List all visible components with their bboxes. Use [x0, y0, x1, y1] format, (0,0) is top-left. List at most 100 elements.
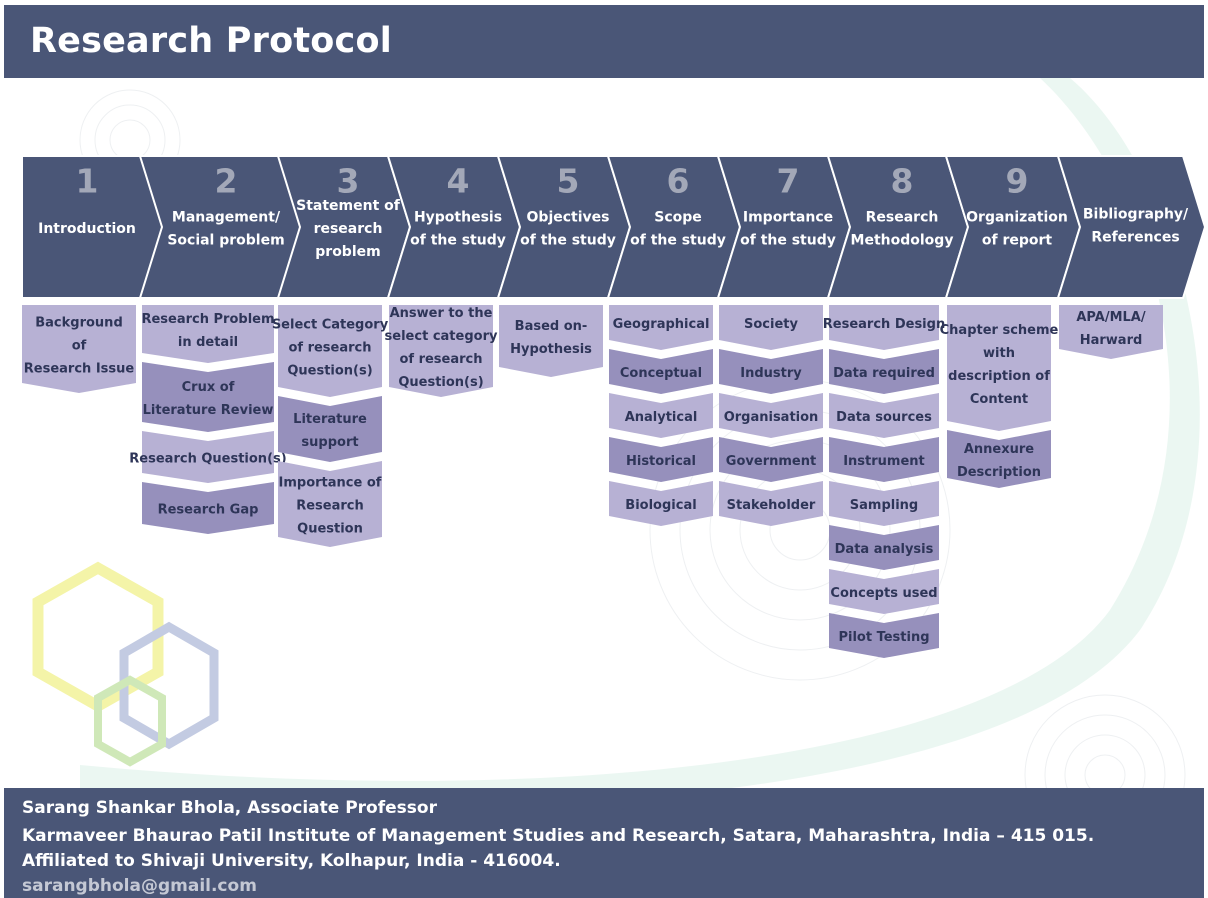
item-label: of research [399, 352, 482, 367]
footer-bar: Sarang Shankar Bhola, Associate Professo… [4, 788, 1204, 898]
item-shape [719, 437, 823, 482]
item-label: Background [35, 316, 123, 331]
step-item: Concepts used [829, 569, 939, 614]
item-shape [719, 305, 823, 350]
item-label: Data required [833, 366, 935, 381]
step-title: problem [315, 244, 380, 260]
step-item: Data analysis [829, 525, 939, 570]
page-title: Research Protocol [30, 21, 392, 61]
step-number: 5 [557, 162, 580, 201]
item-shape [609, 393, 713, 438]
step-title: Importance [743, 210, 833, 226]
hexagon-green [94, 675, 166, 767]
item-shape [829, 481, 939, 526]
item-shape [278, 461, 382, 547]
item-label: support [301, 435, 358, 450]
item-shape [22, 305, 136, 393]
item-label: Industry [740, 366, 802, 381]
step-title: of the study [630, 233, 726, 249]
step-item: Biological [609, 481, 713, 526]
item-shape [142, 362, 274, 432]
step-item: Geographical [609, 305, 713, 350]
item-label: Question [297, 522, 363, 537]
item-label: Society [744, 317, 798, 332]
item-label: Conceptual [620, 366, 702, 381]
item-shape [947, 430, 1051, 488]
step-item: Sampling [829, 481, 939, 526]
item-label: Biological [625, 498, 696, 513]
item-shape [142, 431, 274, 483]
step-title: of the study [520, 233, 616, 249]
item-label: Instrument [843, 454, 925, 469]
item-label: Pilot Testing [838, 630, 929, 645]
item-shape [829, 393, 939, 438]
item-shape [609, 349, 713, 394]
item-label: Annexure [964, 442, 1034, 457]
item-label: Research Question(s) [129, 452, 286, 467]
item-shape [142, 482, 274, 534]
item-label: Historical [626, 454, 696, 469]
step-item: Data sources [829, 393, 939, 438]
header-bar: Research Protocol [4, 5, 1204, 78]
item-label: Research Design [823, 317, 945, 332]
item-label: Analytical [625, 410, 698, 425]
item-label: Data sources [836, 410, 932, 425]
item-shape [829, 569, 939, 614]
step-item: Based on-Hypothesis [499, 305, 603, 377]
footer-affiliation: Affiliated to Shivaji University, Kolhap… [22, 851, 561, 871]
footer-author: Sarang Shankar Bhola, Associate Professo… [22, 798, 437, 818]
item-shape [829, 305, 939, 350]
step-item: Pilot Testing [829, 613, 939, 658]
item-label: in detail [178, 335, 238, 350]
item-label: Based on- [515, 319, 588, 334]
step-number: 8 [891, 162, 914, 201]
item-label: Sampling [850, 498, 918, 513]
item-label: Harward [1080, 333, 1143, 348]
item-label: Importance of [279, 476, 382, 491]
item-label: Government [726, 454, 816, 469]
step-item: Instrument [829, 437, 939, 482]
step-item: APA/MLA/Harward [1059, 305, 1163, 359]
step-title: of the study [410, 233, 506, 249]
item-shape [499, 305, 603, 377]
step-title: Scope [654, 210, 702, 226]
item-label: Question(s) [287, 364, 372, 379]
step-item: Organisation [719, 393, 823, 438]
step-title: Methodology [851, 233, 954, 249]
step-item: Stakeholder [719, 481, 823, 526]
step-item: Historical [609, 437, 713, 482]
item-label: Data analysis [835, 542, 934, 557]
step-title: research [314, 221, 383, 237]
item-label: Stakeholder [727, 498, 816, 513]
item-label: of research [288, 341, 371, 356]
item-shape [719, 393, 823, 438]
step-number: 6 [667, 162, 690, 201]
item-label: select category [385, 329, 498, 344]
item-shape [947, 305, 1051, 431]
item-label: Question(s) [398, 375, 483, 390]
item-shape [719, 349, 823, 394]
item-shape [609, 437, 713, 482]
item-shape [609, 305, 713, 350]
step-title: Introduction [38, 221, 136, 237]
step-title: Research [866, 210, 939, 226]
item-shape [278, 396, 382, 462]
step-item: Industry [719, 349, 823, 394]
item-label: Research Gap [158, 503, 259, 518]
step-title: Objectives [527, 210, 610, 226]
item-shape [142, 305, 274, 363]
item-label: of [72, 339, 87, 354]
